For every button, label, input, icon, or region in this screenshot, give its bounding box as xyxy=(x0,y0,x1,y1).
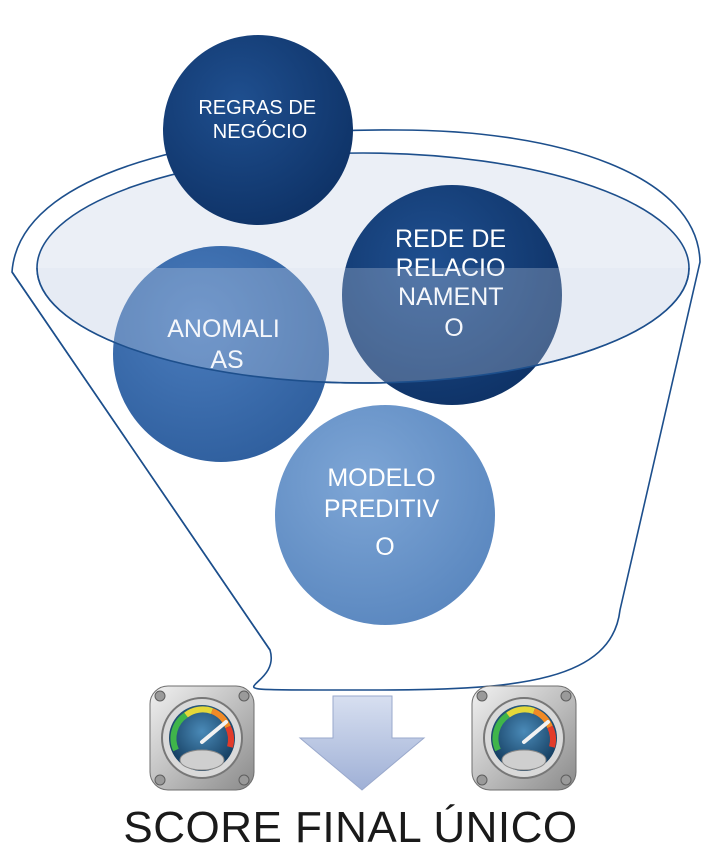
down-arrow-icon xyxy=(298,695,426,791)
score-title: SCORE FINAL ÚNICO xyxy=(123,803,578,852)
circle-rede: REDE DE RELACIO NAMENT O xyxy=(342,185,562,405)
circle-modelo-label: MODELO PREDITIV O xyxy=(324,464,446,561)
circle-regras: REGRAS DE NEGÓCIO xyxy=(163,35,353,225)
circle-anomalias: ANOMALI AS xyxy=(113,246,329,462)
circle-rede-label: REDE DE RELACIO NAMENT O xyxy=(395,225,513,342)
circle-modelo: MODELO PREDITIV O xyxy=(275,405,495,625)
circle-regras-label: REGRAS DE NEGÓCIO xyxy=(198,97,321,143)
funnel-rim-front xyxy=(36,267,690,384)
gauge-icon xyxy=(471,685,577,791)
gauge-icon xyxy=(149,685,255,791)
circle-anomalias-label: ANOMALI AS xyxy=(167,315,286,374)
